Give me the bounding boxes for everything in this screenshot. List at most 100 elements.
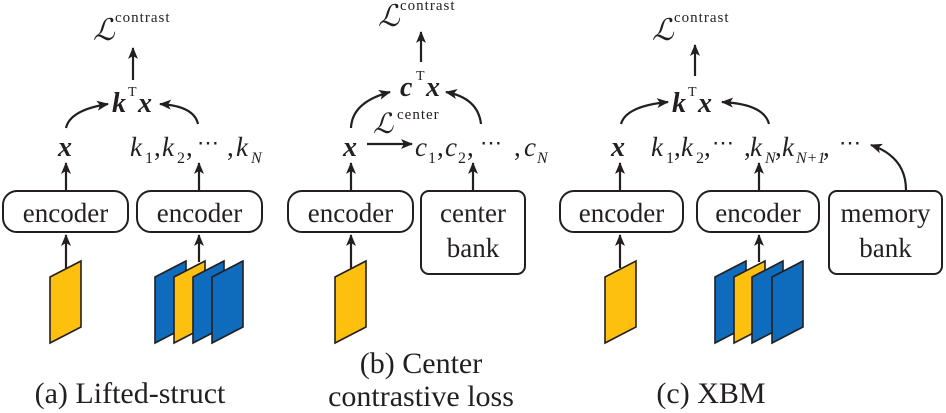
center-2: c [445,132,457,162]
similarity-c: k T x [672,85,712,119]
key-2-sub: 2 [177,150,185,167]
key-symbol: k [112,88,126,119]
loss-superscript: contrast [115,10,170,26]
comma: , [154,132,161,162]
panel-c: ℒ contrast k T x x k 1 , k 2 , ⋯ , k N ,… [559,10,943,410]
caption-a: (a) Lifted-struct [35,377,226,410]
key-n: k [236,132,249,162]
bank-label-line2: bank [859,233,912,263]
key-batch-a [154,259,244,345]
key-n-sub: N [250,150,263,167]
caption-b-line2: contrastive loss [328,380,514,413]
query-symbol: x [137,88,152,119]
ellipsis: ⋯ [197,130,219,155]
comma: , [437,132,444,162]
center-symbol: c [400,72,413,103]
key-n-plus-1-sub: N+1 [795,150,825,167]
arrow-query-to-sim [64,100,109,129]
caption-c: (c) XBM [656,377,765,410]
caption-b-line1: (b) Center [360,347,482,380]
query-encoder-a: encoder [2,190,129,233]
query-image [334,259,367,345]
encoder-label: encoder [715,198,800,228]
key-n-plus-1: k [782,132,795,162]
query-image [49,259,82,345]
loss-center: ℒ center [373,107,440,140]
key-image [211,259,244,345]
key-encoder-c: encoder [696,190,820,233]
center-1: c [415,132,427,162]
loss-symbol: ℒ [378,0,401,33]
arrow-bank-to-keys [870,143,908,191]
comma: , [775,132,782,162]
key-2: k [162,132,175,162]
similarity-b: c T x [400,69,440,103]
panel-b: ℒ contrast c T x ℒ center x c 1 , c 2 , … [287,0,549,413]
comma: , [186,132,193,162]
arrow-keys-to-sim [721,97,771,125]
comma: , [467,132,474,162]
loss-contrast-c: ℒ contrast [652,10,729,47]
loss-symbol: ℒ [93,14,116,47]
query-encoder-c: encoder [559,190,684,233]
ellipsis: ⋯ [480,130,502,155]
transpose-symbol: T [416,69,425,84]
key-n-sub: N [764,150,777,167]
ellipsis: ⋯ [712,130,734,155]
center-n-sub: N [536,150,549,167]
key-1-sub: 1 [145,150,153,167]
loss-contrast-b: ℒ contrast [378,0,455,33]
query-x: x [610,132,625,163]
key-n: k [750,132,763,162]
center-1-sub: 1 [428,150,436,167]
query-image [604,259,637,345]
key-image [771,259,804,345]
key-list-a: k 1 , k 2 , ⋯ , k N [130,130,263,167]
comma: , [514,132,521,162]
bank-label-line2: bank [447,233,500,263]
bank-label-line1: memory [841,198,931,228]
query-encoder-b: encoder [287,190,414,233]
comma: , [674,132,681,162]
key-batch-c [714,259,804,345]
key-encoder-a: encoder [136,190,263,233]
loss-symbol: ℒ [373,109,394,140]
encoder-label: encoder [579,198,664,228]
bank-label-line1: center [440,198,506,228]
center-2-sub: 2 [458,150,466,167]
comma: , [227,132,234,162]
query-symbol: x [425,72,440,103]
arrow-query-to-sim [619,98,669,125]
comma: , [744,132,751,162]
center-bank: center bank [420,190,526,275]
comma: , [704,132,711,162]
ellipsis: ⋯ [839,130,861,155]
key-2: k [681,132,694,162]
key-1: k [130,132,143,162]
loss-contrast-a: ℒ contrast [93,10,170,47]
loss-superscript: contrast [400,0,455,14]
encoder-label: encoder [23,198,108,228]
comma: , [823,132,830,162]
key-list-c: k 1 , k 2 , ⋯ , k N , k N+1 , ⋯ [651,130,861,167]
transpose-symbol: T [688,85,697,100]
arrow-query-to-sim [349,89,391,129]
memory-bank: memory bank [828,190,943,275]
panel-a: ℒ contrast k T x x k 1 , k 2 , ⋯ , k N [2,10,263,410]
transpose-symbol: T [128,85,137,100]
key-2-sub: 2 [696,150,704,167]
key-1-sub: 1 [666,150,674,167]
query-x: x [57,132,72,163]
query-symbol: x [697,88,712,119]
encoder-label: encoder [308,198,393,228]
key-1: k [651,132,664,162]
center-list: c 1 , c 2 , ⋯ , c N [415,130,549,167]
arrow-centers-to-sim [445,89,483,125]
similarity-a: k T x [112,85,152,119]
key-symbol: k [672,88,686,119]
loss-superscript: center [397,107,440,123]
query-x: x [342,132,357,163]
arrow-keys-to-sim [159,99,200,125]
loss-superscript: contrast [674,10,729,26]
